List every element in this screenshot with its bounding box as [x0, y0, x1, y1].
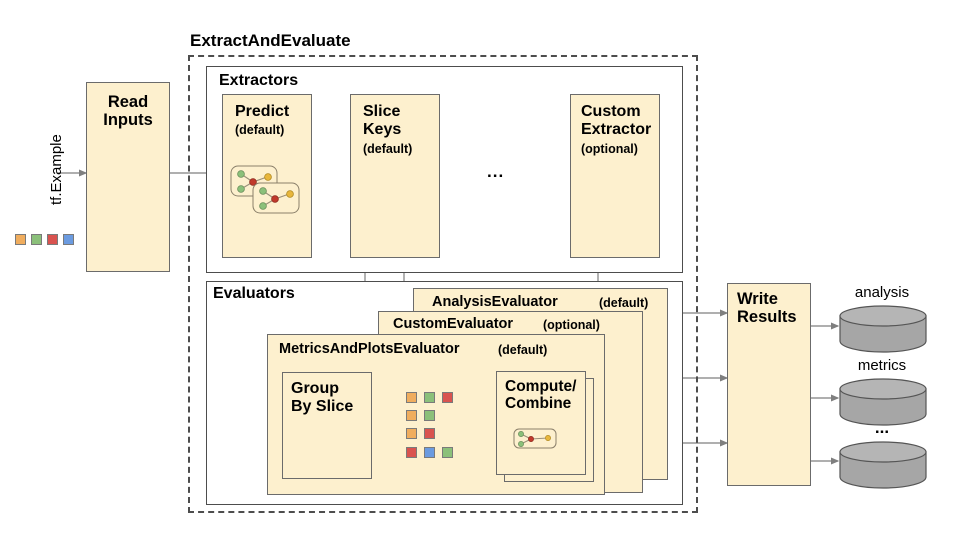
write-results-box[interactable]: Write Results	[727, 283, 811, 486]
slice-swatch	[406, 428, 417, 439]
extractors-title: Extractors	[219, 72, 299, 89]
read-inputs-box[interactable]: Read Inputs	[86, 82, 170, 272]
extract-and-evaluate-container	[188, 55, 698, 513]
evaluators-title: Evaluators	[213, 285, 295, 302]
evaluator-analysis-qualifier: (default)	[599, 296, 649, 310]
slice-swatch	[424, 447, 435, 458]
other-datastore-icon[interactable]	[838, 441, 928, 489]
analysis-datastore-icon[interactable]	[838, 305, 928, 353]
compute-combine-label: Compute/ Combine	[505, 378, 577, 413]
evaluator-metrics-qualifier: (default)	[498, 343, 548, 357]
slice-swatch	[406, 410, 417, 421]
graph-icon	[230, 165, 300, 214]
swatch-orange	[15, 234, 26, 245]
slice-swatch	[424, 428, 435, 439]
extractor-slice-keys-box[interactable]: Slice Keys (default)	[350, 94, 440, 258]
slice-swatch	[424, 410, 435, 421]
swatch-blue	[63, 234, 74, 245]
slice-swatch	[406, 447, 417, 458]
read-inputs-label: Read Inputs	[103, 93, 153, 130]
group-by-slice-box[interactable]: Group By Slice	[282, 372, 372, 479]
evaluator-analysis-label: AnalysisEvaluator	[432, 294, 558, 310]
extractor-predict-box[interactable]: Predict (default)	[222, 94, 312, 258]
output-metrics-label: metrics	[857, 357, 907, 374]
extractor-custom-qualifier: (optional)	[581, 142, 638, 156]
extractors-ellipsis: ...	[487, 162, 505, 181]
metrics-datastore-icon[interactable]	[838, 378, 928, 426]
evaluator-custom-label: CustomEvaluator	[393, 316, 514, 332]
output-other-label: ...	[874, 418, 890, 437]
slice-swatch	[442, 447, 453, 458]
extract-and-evaluate-title: ExtractAndEvaluate	[190, 31, 351, 50]
extractor-custom-box[interactable]: Custom Extractor (optional)	[570, 94, 660, 258]
group-by-slice-label: Group By Slice	[291, 380, 354, 415]
extractor-slice-keys-qualifier: (default)	[363, 142, 413, 156]
extractor-predict-qualifier: (default)	[235, 123, 285, 137]
extractor-slice-keys-label: Slice Keys	[363, 103, 402, 138]
compute-combine-box[interactable]: Compute/ Combine	[496, 371, 586, 475]
extractor-predict-label: Predict	[235, 103, 290, 120]
swatch-green	[31, 234, 42, 245]
extractor-custom-label: Custom Extractor	[581, 103, 652, 138]
input-label: tf.Example	[48, 134, 65, 205]
slice-swatch	[406, 392, 417, 403]
swatch-red	[47, 234, 58, 245]
evaluator-metrics-label: MetricsAndPlotsEvaluator	[279, 341, 460, 357]
write-results-label: Write Results	[737, 290, 797, 327]
output-analysis-label: analysis	[854, 284, 910, 301]
slice-swatch	[424, 392, 435, 403]
evaluator-custom-qualifier: (optional)	[543, 318, 600, 332]
slice-swatch	[442, 392, 453, 403]
graph-icon	[513, 428, 557, 449]
